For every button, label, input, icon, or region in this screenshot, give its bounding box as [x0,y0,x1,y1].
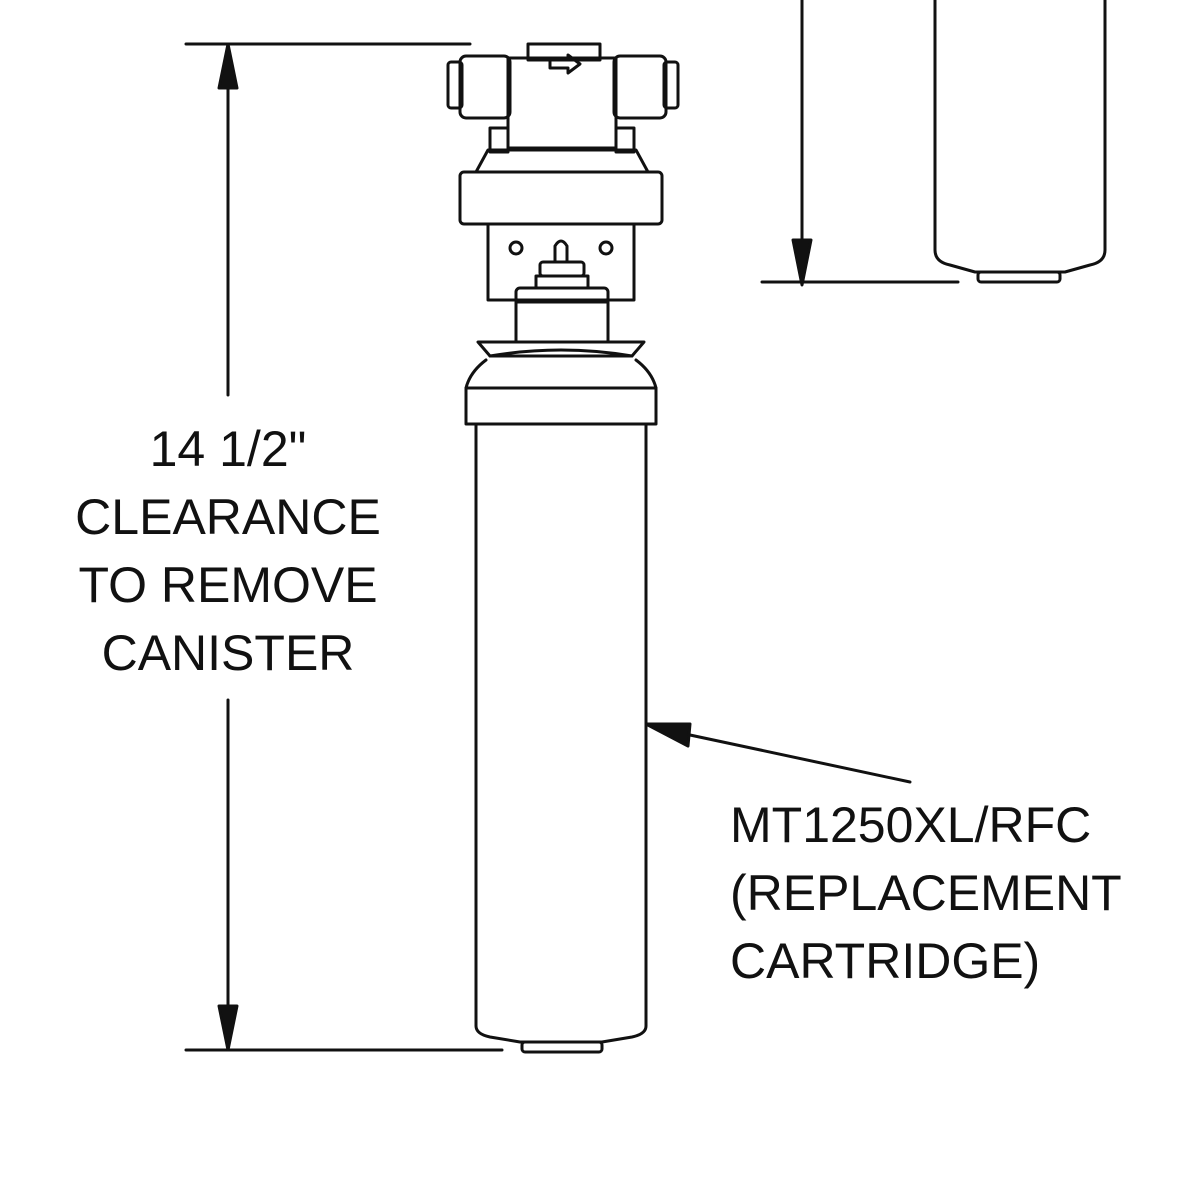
cartridge-model-number: MT1250XL/RFC [730,797,1092,853]
clearance-label-line-1: CLEARANCE [75,489,381,545]
right-arrow-icon [548,53,582,75]
down-arrow-icon [791,238,813,287]
filter-head [446,42,680,302]
right-dimension-indicator [760,0,960,287]
left-arrow-icon [644,722,692,748]
down-arrow-icon [217,1004,239,1052]
cartridge-label-line-3: CARTRIDGE) [730,933,1041,989]
clearance-label-line-3: CANISTER [101,625,355,681]
up-arrow-icon [217,42,239,90]
clearance-label: 14 1/2" CLEARANCE TO REMOVE CANISTER [38,424,418,696]
cartridge-neck [476,274,646,358]
clearance-dimension-value: 14 1/2" [149,421,307,477]
cartridge-label: MT1250XL/RFC (REPLACEMENT CARTRIDGE) [730,800,1122,1004]
adjacent-canister [933,0,1107,284]
clearance-label-line-2: TO REMOVE [78,557,378,613]
clearance-dimension-line [184,42,504,1052]
cartridge-leader [644,722,912,784]
cartridge-label-line-2: (REPLACEMENT [730,865,1122,921]
replacement-cartridge [464,358,658,1054]
